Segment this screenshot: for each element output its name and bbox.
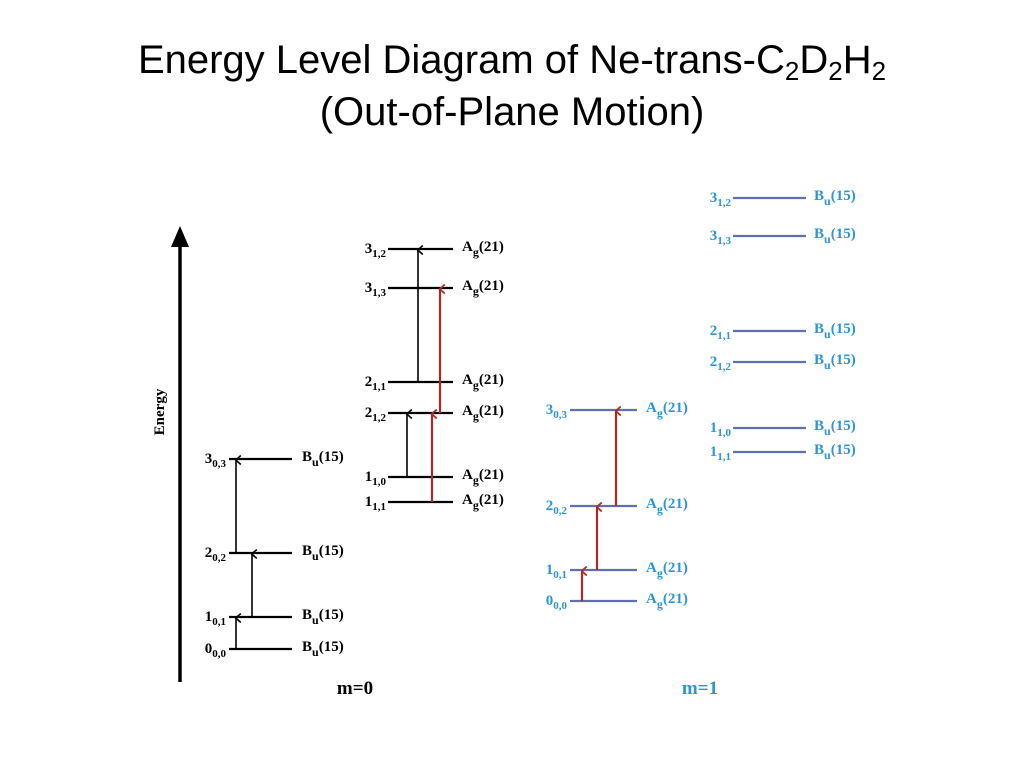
m0-a-level-1-1-0-label: 11,0	[365, 469, 387, 488]
m1-b-level-2-1-2-symmetry: Bu(15)	[814, 352, 856, 372]
m0-a-level-2-1-1-label: 21,1	[365, 374, 386, 393]
m0-b-level-3-0-3-label: 30,3	[205, 451, 227, 470]
m0-b-level-2-0-2-symmetry: Bu(15)	[302, 543, 344, 563]
m1-b-level-1-1-1-label: 11,1	[710, 444, 731, 463]
m1-b-level-2-1-2-label: 21,2	[710, 354, 732, 373]
m0-b-level-3-0-3-symmetry: Bu(15)	[302, 449, 344, 469]
title-line-1: Energy Level Diagram of Ne-trans-C2D2H2	[137, 38, 887, 86]
m0-a-level-2-1-1-symmetry: Ag(21)	[462, 372, 504, 392]
m0-b-level-1-0-1-label: 10,1	[205, 609, 226, 628]
m1-a-level-0-0-0-label: 00,0	[546, 593, 568, 612]
m0-a-level-3-1-3-symmetry: Ag(21)	[462, 278, 504, 298]
m1-b-level-1-1-1-symmetry: Bu(15)	[814, 442, 856, 462]
m1-a-level-1-0-1-symmetry: Ag(21)	[646, 560, 688, 580]
m0-b-level-1-0-1-symmetry: Bu(15)	[302, 607, 344, 627]
m0-label: m=0	[337, 678, 373, 699]
m1-b-level-1-1-0-symmetry: Bu(15)	[814, 418, 856, 438]
m0-a-level-1-1-1-label: 11,1	[365, 494, 386, 513]
m1-b-level-3-1-3-label: 31,3	[710, 228, 732, 247]
m1-b-level-3-1-3-symmetry: Bu(15)	[814, 226, 856, 246]
m0-b-level-2-0-2-label: 20,2	[205, 545, 227, 564]
m1-b-level-2-1-1-symmetry: Bu(15)	[814, 321, 856, 341]
m1-b-level-1-1-0-label: 11,0	[710, 420, 732, 439]
m0-a-level-3-1-3-label: 31,3	[365, 280, 387, 299]
m1-a-level-3-0-3-label: 30,3	[546, 402, 568, 421]
m0-a-level-3-1-2-symmetry: Ag(21)	[462, 239, 504, 259]
m0-a-level-2-1-2-label: 21,2	[365, 405, 387, 424]
m1-label: m=1	[682, 678, 718, 699]
energy-axis-label: Energy	[152, 388, 168, 435]
m1-a-level-2-0-2-label: 20,2	[546, 498, 568, 517]
m0-a-level-2-1-2-symmetry: Ag(21)	[462, 403, 504, 423]
slide-title: Energy Level Diagram of Ne-trans-C2D2H2 …	[0, 34, 1024, 138]
m0-b-level-0-0-0-label: 00,0	[205, 641, 227, 660]
m1-b-level-2-1-1-label: 21,1	[710, 323, 731, 342]
m1-b-level-3-1-2-label: 31,2	[710, 190, 732, 209]
title-line-2: (Out-of-Plane Motion)	[319, 90, 705, 134]
m0-a-level-1-1-0-symmetry: Ag(21)	[462, 467, 504, 487]
energy-axis-arrowhead	[171, 226, 189, 247]
m0-a-level-3-1-2-label: 31,2	[365, 241, 387, 260]
m1-b-level-3-1-2-symmetry: Bu(15)	[814, 188, 856, 208]
m1-a-level-3-0-3-symmetry: Ag(21)	[646, 400, 688, 420]
m0-b-level-0-0-0-symmetry: Bu(15)	[302, 639, 344, 659]
m1-a-level-1-0-1-label: 10,1	[546, 562, 567, 581]
m0-a-level-1-1-1-symmetry: Ag(21)	[462, 492, 504, 512]
m1-a-level-2-0-2-symmetry: Ag(21)	[646, 496, 688, 516]
m1-a-level-0-0-0-symmetry: Ag(21)	[646, 591, 688, 611]
